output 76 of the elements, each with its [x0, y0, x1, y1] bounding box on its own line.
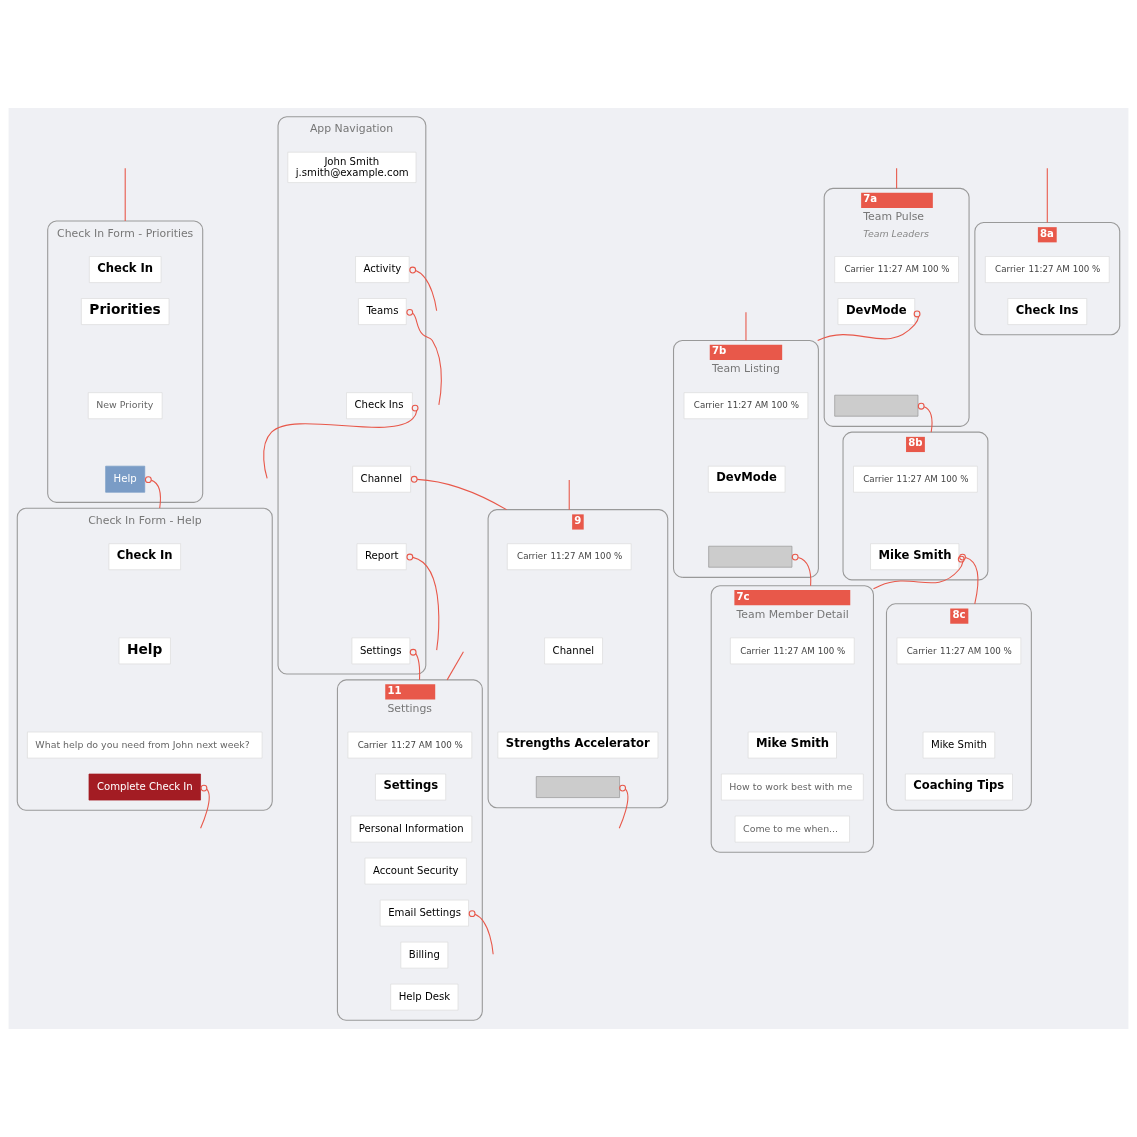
node-box: Come to me when... [734, 815, 850, 843]
node-label: 7b [711, 345, 727, 357]
node-box: Billing [400, 941, 449, 969]
node-box: Personal Information [350, 815, 473, 843]
node-label: 11 [387, 684, 402, 696]
node-box: Activity [355, 256, 410, 283]
node-box: Complete Check In [88, 773, 201, 801]
node-box: Help Desk [390, 983, 459, 1011]
node-label: 8b [908, 437, 923, 449]
node-label: 7c [736, 590, 750, 602]
connector [263, 410, 418, 479]
connector [410, 475, 508, 511]
cluster [974, 221, 1121, 336]
node-box: Channel [544, 637, 603, 665]
cluster [842, 431, 989, 581]
connector [412, 312, 442, 406]
connector [1046, 167, 1048, 223]
node-box: Carrier 11:27 AM 100 % [896, 637, 1022, 665]
connector [896, 167, 898, 189]
connector [618, 788, 629, 829]
node-box: Settings [375, 773, 447, 801]
node-box: Report [356, 543, 407, 571]
node-box [708, 545, 793, 568]
node-box: New Priority [87, 392, 163, 420]
node-label: 8a [1040, 227, 1054, 239]
node-box: Carrier 11:27 AM 100 % [985, 256, 1110, 283]
node-box [834, 394, 919, 417]
connector [745, 311, 747, 342]
connector [409, 648, 421, 681]
node-box: What help do you need from John next week? [27, 731, 263, 759]
node-box: Mike Smith [870, 543, 960, 571]
node-box: Carrier 11:27 AM 100 % [853, 465, 978, 493]
connector [959, 553, 979, 605]
connector [474, 913, 494, 955]
connector [415, 270, 438, 312]
node-box: Carrier 11:27 AM 100 % [730, 637, 855, 665]
cluster [487, 509, 669, 809]
connector [817, 310, 921, 342]
node-box: Channel [352, 465, 411, 493]
node-box: Carrier 11:27 AM 100 % [683, 392, 809, 420]
node-box: Settings [351, 637, 411, 665]
connector [791, 553, 812, 587]
connector [144, 476, 161, 509]
node-box: Teams [358, 298, 407, 325]
connector [872, 555, 965, 590]
connector [568, 479, 570, 511]
node-box: Check In [108, 543, 181, 571]
node-box: How to work best with me [721, 773, 864, 801]
node-label: 8c [952, 609, 966, 621]
node-box: Coaching Tips [904, 773, 1013, 801]
node-box: Carrier 11:27 AM 100 % [506, 543, 632, 571]
node-box: DevMode [707, 465, 786, 493]
node-box: Help [118, 637, 171, 665]
node-box: Help [105, 465, 146, 493]
node-box: Mike Smith [922, 731, 996, 759]
node-box: Check In [89, 256, 162, 283]
node-label: 7a [863, 193, 878, 205]
node-box: Check Ins [346, 392, 413, 420]
connector [200, 788, 210, 829]
node-box: Account Security [364, 857, 467, 885]
node-box: DevMode [837, 298, 916, 325]
node-box: Email Settings [379, 899, 469, 927]
node-box: Carrier 11:27 AM 100 % [834, 256, 959, 283]
connector [446, 651, 464, 681]
node-box: John Smith j.smith@example.com [287, 151, 417, 183]
connector [124, 167, 126, 222]
node-box: Check Ins [1007, 298, 1088, 325]
connector [412, 556, 440, 651]
connector [917, 402, 933, 433]
node-box [535, 776, 620, 798]
node-box: Mike Smith [747, 731, 837, 759]
node-box: Carrier 11:27 AM 100 % [347, 731, 473, 759]
cluster [885, 603, 1032, 811]
node-label: 9 [574, 514, 582, 526]
node-box: Priorities [81, 298, 170, 325]
node-box: Strengths Accelerator [497, 731, 659, 759]
